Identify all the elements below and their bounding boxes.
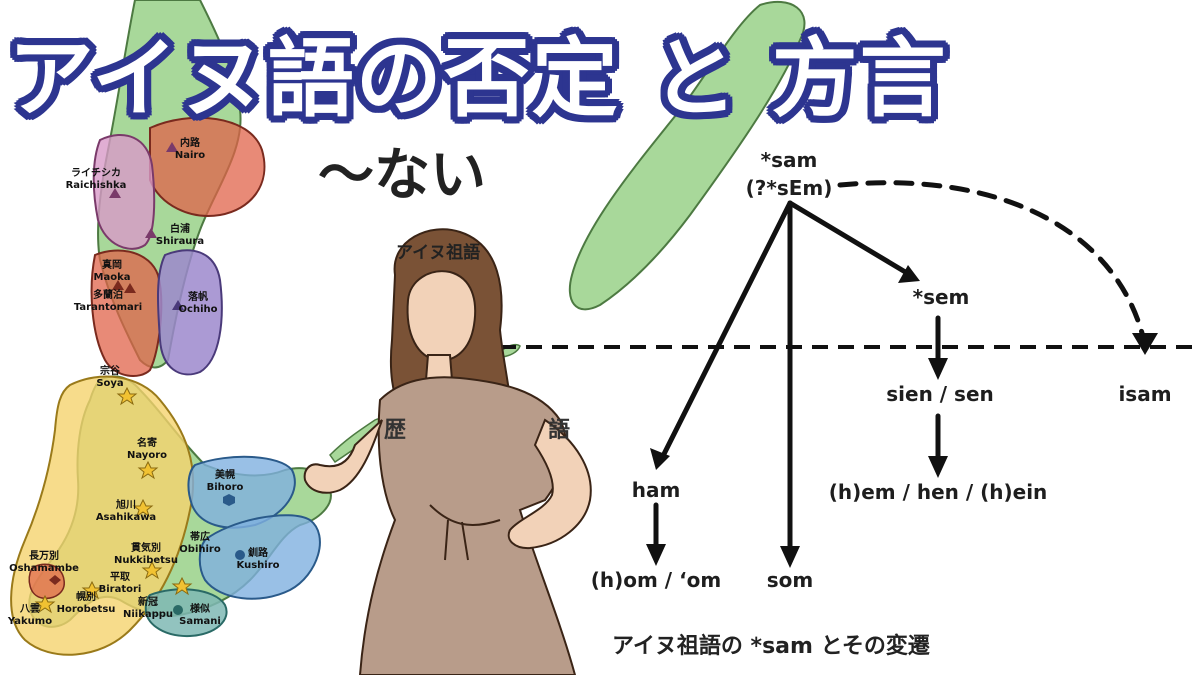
region-samani <box>144 588 228 638</box>
region-ochiho <box>157 249 223 376</box>
node-isam: isam <box>1118 382 1172 406</box>
partial-text-left: 歴 <box>384 418 407 443</box>
node-sem: *sem <box>912 285 970 309</box>
caption: アイヌ祖語の *sam とその変遷 <box>612 634 930 659</box>
partial-text-right: 語 <box>548 418 571 443</box>
region-nairo <box>149 116 266 217</box>
ancestor-label: アイヌ祖語 <box>396 243 481 263</box>
node-hem: (h)em / hen / (h)ein <box>828 480 1048 504</box>
region-raichishka <box>92 134 156 250</box>
person-illustration <box>303 228 592 675</box>
node-hom: (h)om / ‘om <box>590 568 722 592</box>
tree-arrowheads <box>646 265 1158 568</box>
region-oshamambe <box>28 563 65 600</box>
page-title: アイヌ語の否定 と 方言 <box>8 28 948 129</box>
node-som: som <box>766 568 814 592</box>
node-ham: ham <box>631 478 681 502</box>
region-kushiro <box>198 514 321 600</box>
node-sien-sen: sien / sen <box>886 382 994 406</box>
node-sem-uncertain: (?*sEm) <box>745 176 833 200</box>
subtitle: 〜ない <box>318 143 486 208</box>
region-maoka <box>90 249 163 377</box>
kuril-island-shape <box>568 0 806 311</box>
node-sam: *sam <box>760 148 818 172</box>
map-markers <box>34 386 193 614</box>
